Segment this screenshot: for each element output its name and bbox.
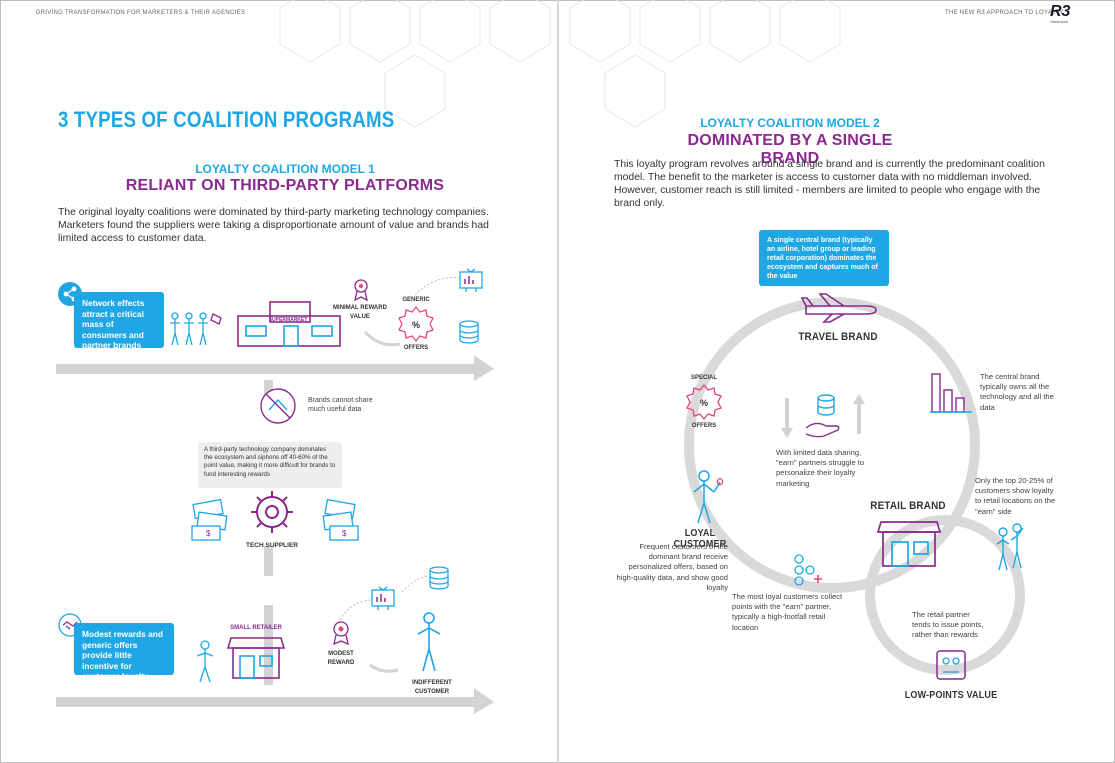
dashed-flow-arrows bbox=[339, 575, 429, 673]
special-offers-label-bottom: OFFERS bbox=[691, 423, 717, 429]
central-brand-callout: A single central brand (typically an air… bbox=[759, 230, 889, 286]
tech-supplier-note: A third-party technology company dominat… bbox=[198, 442, 342, 488]
percent-badge-icon: % bbox=[686, 383, 722, 421]
ecosystem-circles bbox=[684, 297, 1025, 675]
minimal-reward-label: MINIMAL REWARD VALUE bbox=[333, 305, 387, 320]
flow-arrow-bottom bbox=[56, 688, 494, 714]
running-header-right: THE NEW R3 APPROACH TO LOYALTY bbox=[945, 10, 1064, 16]
logo-mark: R3 bbox=[1050, 3, 1071, 20]
svg-text:$: $ bbox=[342, 529, 347, 538]
travel-brand-label: TRAVEL BRAND bbox=[798, 331, 878, 343]
person-icon bbox=[196, 640, 214, 683]
supermarket-label: SUPERMARKET bbox=[268, 317, 308, 323]
model-1-title: RELIANT ON THIRD-PARTY PLATFORMS bbox=[125, 177, 445, 194]
no-data-share-icon bbox=[260, 388, 296, 424]
vertical-connector bbox=[264, 380, 273, 685]
loyal-customer-label: LOYAL CUSTOMER bbox=[673, 528, 727, 550]
most-loyal-note: The most loyal customers collect points … bbox=[732, 592, 843, 632]
model-1-intro: The original loyalty coalitions were dom… bbox=[58, 207, 489, 244]
bar-chart-icon bbox=[930, 373, 972, 413]
small-retailer-label: SMALL RETAILER bbox=[230, 625, 282, 631]
supermarket-store-icon bbox=[237, 301, 341, 347]
logo-subtext: r3ww.com bbox=[1050, 19, 1068, 24]
tech-supplier-label: TECH SUPPLIER bbox=[245, 542, 298, 549]
special-offers-label-top: SPECIAL bbox=[690, 375, 717, 381]
r3-logo: R3 r3ww.com bbox=[1050, 3, 1080, 27]
gear-icon bbox=[251, 491, 293, 533]
retail-partner-note: The retail partner tends to issue points… bbox=[912, 610, 984, 640]
modest-rewards-callout: Modest rewards and generic offers provid… bbox=[74, 623, 174, 681]
money-bills-icon: $ bbox=[322, 498, 359, 541]
hand-data-icon bbox=[805, 394, 840, 438]
retail-store-icon bbox=[876, 521, 942, 567]
people-group-icon bbox=[996, 523, 1024, 571]
top-customers-note: Only the top 20-25% of customers show lo… bbox=[975, 476, 1056, 516]
generic-offers-label-top: GENERIC bbox=[402, 297, 430, 303]
svg-text:%: % bbox=[412, 320, 420, 330]
model-1-label: LOYALTY COALITION MODEL 1 bbox=[195, 162, 375, 176]
person-icon bbox=[693, 470, 724, 524]
airplane-icon bbox=[800, 293, 877, 323]
chart-screen-icon bbox=[459, 268, 483, 292]
model-2-label: LOYALTY COALITION MODEL 2 bbox=[700, 116, 880, 130]
person-icon bbox=[417, 612, 441, 672]
award-ribbon-icon bbox=[354, 279, 368, 302]
model-2-title: DOMINATED BY A SINGLE BRAND bbox=[687, 132, 893, 167]
dashed-flow-arrows bbox=[363, 277, 461, 347]
voucher-card-icon bbox=[936, 650, 966, 680]
svg-text:%: % bbox=[700, 398, 708, 408]
arrow-down-icon bbox=[781, 398, 793, 438]
small-store-icon bbox=[226, 637, 286, 679]
central-owns-note: The central brand typically owns all the… bbox=[980, 372, 1054, 412]
flow-arrow-top bbox=[56, 355, 494, 381]
hexagon-pattern bbox=[279, 0, 841, 128]
model-2-intro: This loyalty program revolves around a s… bbox=[614, 159, 1045, 209]
percent-badge-icon: % bbox=[398, 305, 434, 343]
arrow-up-icon bbox=[853, 394, 865, 434]
modest-reward-label: MODEST REWARD bbox=[327, 651, 355, 666]
database-stack-icon bbox=[429, 566, 449, 590]
award-ribbon-icon bbox=[333, 621, 349, 646]
page-gutter bbox=[557, 0, 559, 763]
running-header-left: DRIVING TRANSFORMATION FOR MARKETERS & T… bbox=[36, 10, 246, 16]
page-title: 3 TYPES OF COALITION PROGRAMS bbox=[58, 107, 395, 132]
low-points-value-label: LOW-POINTS VALUE bbox=[904, 690, 998, 701]
limited-sharing-note: With limited data sharing, "earn" partne… bbox=[776, 448, 865, 488]
generic-offers-label-bottom: OFFERS bbox=[403, 345, 429, 351]
brands-cannot-share-note: Brands cannot share much useful data bbox=[308, 397, 373, 413]
dots-plus-icon bbox=[794, 554, 822, 586]
database-stack-icon bbox=[459, 320, 479, 344]
retail-brand-label: RETAIL BRAND bbox=[870, 500, 946, 512]
network-effects-callout: Network effects attract a critical mass … bbox=[74, 292, 164, 350]
chart-screen-icon bbox=[371, 586, 395, 610]
people-group-icon bbox=[170, 312, 222, 346]
loyal-customer-note: Frequent customers of the dominant brand… bbox=[616, 542, 728, 592]
money-bills-icon: $ bbox=[191, 498, 228, 541]
svg-text:$: $ bbox=[206, 529, 211, 538]
indifferent-customer-label: INDIFFERENT CUSTOMER bbox=[412, 680, 452, 695]
